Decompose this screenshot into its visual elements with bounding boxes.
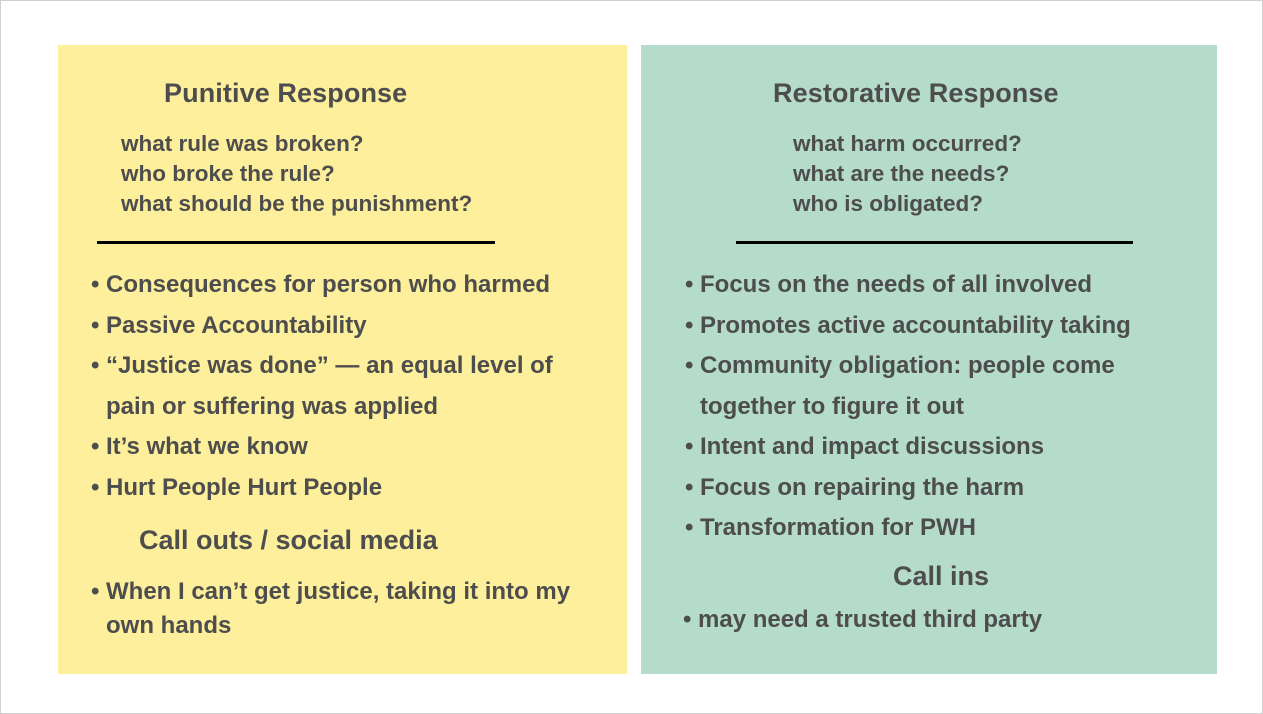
list-item: When I can’t get justice, taking it into…: [91, 575, 576, 643]
list-item: Transformation for PWH: [685, 508, 1205, 549]
punitive-panel: Punitive Response what rule was broken? …: [58, 45, 627, 674]
question-item: what rule was broken?: [121, 131, 364, 156]
list-item: Community obligation: people come togeth…: [685, 346, 1170, 427]
question-item: who broke the rule?: [121, 161, 335, 186]
question-item: who is obligated?: [793, 191, 983, 216]
question-item: what are the needs?: [793, 161, 1010, 186]
restorative-panel: Restorative Response what harm occurred?…: [641, 45, 1217, 674]
list-item: may need a trusted third party: [683, 603, 1203, 637]
restorative-questions: what harm occurred? what are the needs? …: [793, 129, 1022, 219]
punitive-bullet-list: Consequences for person who harmed Passi…: [91, 265, 611, 508]
list-item: Consequences for person who harmed: [91, 265, 611, 306]
list-item: Hurt People Hurt People: [91, 468, 611, 509]
restorative-sub-bullet-list: may need a trusted third party: [683, 603, 1203, 637]
restorative-subheading: Call ins: [893, 561, 990, 591]
punitive-subheading: Call outs / social media: [139, 525, 438, 555]
punitive-heading: Punitive Response: [164, 78, 408, 108]
list-item: It’s what we know: [91, 427, 611, 468]
list-item: Passive Accountability: [91, 306, 611, 347]
question-item: what harm occurred?: [793, 131, 1022, 156]
question-item: what should be the punishment?: [121, 191, 473, 216]
punitive-sub-bullet-list: When I can’t get justice, taking it into…: [91, 575, 611, 643]
punitive-questions: what rule was broken? who broke the rule…: [121, 129, 472, 219]
list-item: Focus on the needs of all involved: [685, 265, 1205, 306]
restorative-bullet-list: Focus on the needs of all involved Promo…: [685, 265, 1205, 549]
restorative-divider: [736, 241, 1133, 244]
list-item: Intent and impact discussions: [685, 427, 1205, 468]
list-item: “Justice was done” — an equal level of p…: [91, 346, 576, 427]
restorative-heading: Restorative Response: [773, 78, 1059, 108]
list-item: Promotes active accountability taking: [685, 306, 1205, 347]
punitive-divider: [97, 241, 495, 244]
list-item: Focus on repairing the harm: [685, 468, 1205, 509]
